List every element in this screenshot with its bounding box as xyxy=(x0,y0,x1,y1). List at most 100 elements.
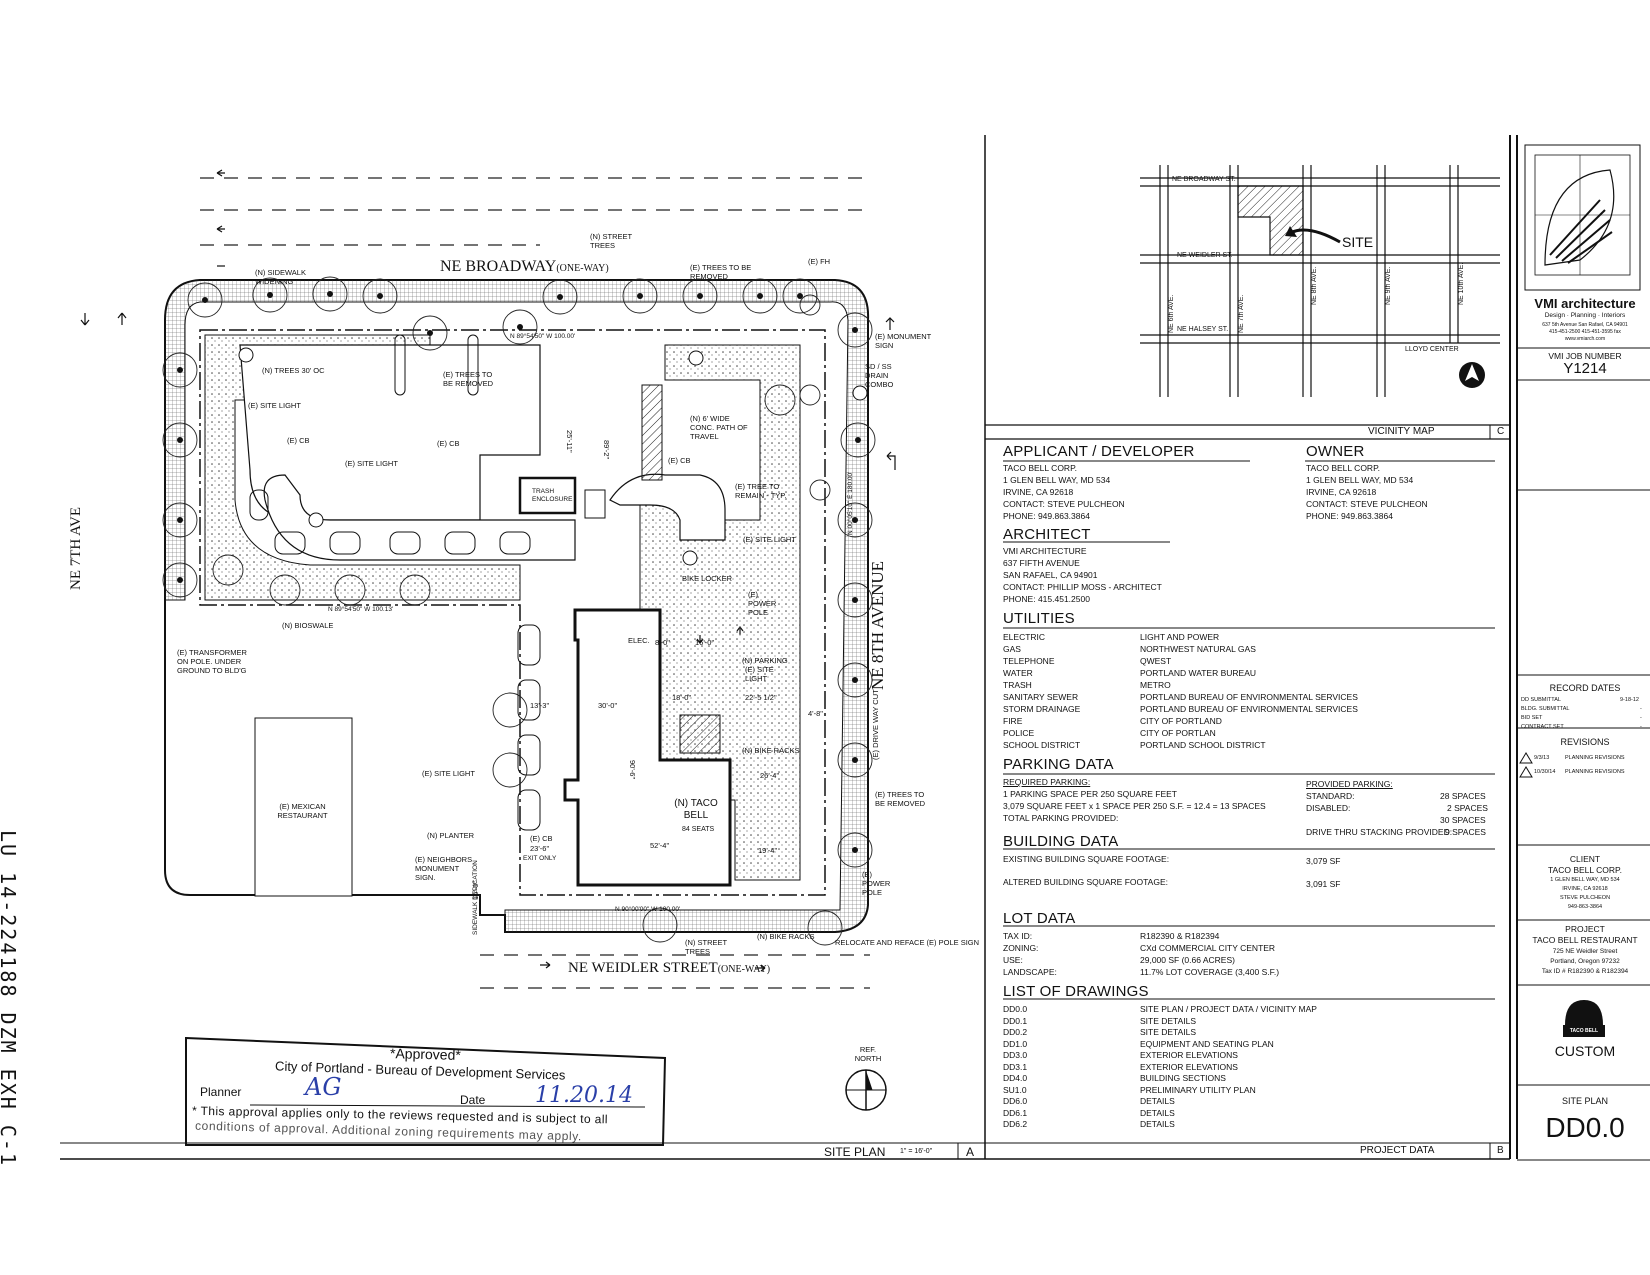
label-relocate: RELOCATE AND REFACE (E) POLE SIGN xyxy=(835,938,980,947)
record-3-label: CONTRACT SET xyxy=(1521,724,1564,730)
street-broadway-name: NE BROADWAY xyxy=(440,258,557,275)
record-3-value: - xyxy=(1640,724,1642,730)
util-value-8: CITY OF PORTLAN xyxy=(1140,728,1216,738)
project-line-1: 725 NE Weidler Street xyxy=(1552,948,1618,955)
util-value-4: METRO xyxy=(1140,680,1171,690)
util-value-9: PORTLAND SCHOOL DISTRICT xyxy=(1140,740,1266,750)
label-power-pole-2: (E) POWER POLE xyxy=(862,870,891,897)
label-taco-bell: (N) TACO BELL xyxy=(674,798,718,821)
owner-line-5: PHONE: 949.863.3864 xyxy=(1306,511,1393,521)
taco-bell-logo[interactable] xyxy=(1563,1000,1605,1037)
owner-line-2: 1 GLEN BELL WAY, MD 534 xyxy=(1306,475,1414,485)
north-arrow xyxy=(845,1069,887,1111)
drawing-5-title: EXTERIOR ELEVATIONS xyxy=(1140,1062,1238,1072)
revisions-title: REVISIONS xyxy=(1560,737,1610,747)
architect-line-2: 637 FIFTH AVENUE xyxy=(1003,558,1080,568)
label-tree-remain: (E) TREE TO REMAIN - TYP. xyxy=(735,482,787,500)
label-site-light-3: (E) SITE LIGHT xyxy=(743,535,796,544)
drawing-4-title: EXTERIOR ELEVATIONS xyxy=(1140,1050,1238,1060)
client-label: CLIENT xyxy=(1569,854,1601,864)
label-bearing-right: N 00°05'10" E 180.00' xyxy=(847,471,854,535)
client-name: TACO BELL CORP. xyxy=(1547,865,1622,875)
site-plan-title: SITE PLAN xyxy=(824,1145,886,1159)
building-title: BUILDING DATA xyxy=(1003,833,1119,850)
owner-line-4: CONTACT: STEVE PULCHEON xyxy=(1306,499,1428,509)
parking-required-2: 3,079 SQUARE FEET x 1 SPACE PER 250 S.F.… xyxy=(1003,801,1266,811)
drawing-9-num: DD6.1 xyxy=(1003,1108,1028,1118)
firm-phone: 415-451-2500 415-451-3595 fax xyxy=(1549,329,1621,335)
firm-web: www.vmiarch.com xyxy=(1564,336,1606,342)
margin-case-note: LU 14-224188 DZM EXH C-1 xyxy=(0,830,20,1167)
record-dates-title: RECORD DATES xyxy=(1549,683,1621,693)
label-site-light-4: (E) SITE LIGHT xyxy=(745,665,774,683)
util-label-6: STORM DRAINAGE xyxy=(1003,704,1081,714)
record-0-value: 9-18-12 xyxy=(1620,697,1639,703)
label-bearing-bottom: N 90°00'00" W 100.00' xyxy=(615,906,681,913)
record-1-label: BLDG. SUBMITTAL xyxy=(1521,706,1570,712)
parking-provided-2-value: 30 SPACES xyxy=(1440,815,1486,825)
weidler-lanes xyxy=(480,954,870,989)
label-bike-racks-1: (N) BIKE RACKS xyxy=(742,746,800,755)
revision-0-desc: PLANNING REVISIONS xyxy=(1565,755,1625,761)
street-7th: NE 7TH AVE xyxy=(68,506,84,590)
applicant-line-1: TACO BELL CORP. xyxy=(1003,463,1078,473)
conc-path xyxy=(641,384,663,481)
label-trash: TRASH ENCLOSURE xyxy=(532,488,573,503)
label-sd-ss: SD / SS DRAIN COMBO xyxy=(865,362,894,389)
custom-label: CUSTOM xyxy=(1554,1043,1616,1059)
util-label-2: TELEPHONE xyxy=(1003,656,1055,666)
sheet-frame xyxy=(984,135,1650,1161)
lot-1-label: ZONING: xyxy=(1003,943,1039,953)
drawing-1-num: DD0.1 xyxy=(1003,1016,1028,1026)
client-line-1: 1 GLEN BELL WAY, MD 534 xyxy=(1550,877,1620,883)
utilities-title: UTILITIES xyxy=(1003,610,1075,627)
taco-bell-building[interactable] xyxy=(563,608,732,887)
label-site-light-5: (E) SITE LIGHT xyxy=(422,769,475,778)
util-label-0: ELECTRIC xyxy=(1003,632,1046,642)
project-label: PROJECT xyxy=(1565,924,1605,934)
util-label-5: SANITARY SEWER xyxy=(1003,692,1079,702)
building-0-label: EXISTING BUILDING SQUARE FOOTAGE: xyxy=(1003,854,1170,864)
label-trees-30oc: (N) TREES 30' OC xyxy=(262,366,325,375)
revision-1-date: 10/30/14 xyxy=(1534,769,1556,775)
record-2-value: - xyxy=(1640,715,1642,721)
drawing-8-title: DETAILS xyxy=(1140,1096,1175,1106)
street-weidler: NE WEIDLER STREET(ONE-WAY) xyxy=(568,960,770,977)
util-label-3: WATER xyxy=(1003,668,1033,678)
drawing-9-title: DETAILS xyxy=(1140,1108,1175,1118)
util-value-2: QWEST xyxy=(1140,656,1172,666)
architect-line-4: CONTACT: PHILLIP MOSS - ARCHITECT xyxy=(1003,582,1162,592)
job-number: Y1214 xyxy=(1563,360,1607,377)
drawing-2-num: DD0.2 xyxy=(1003,1027,1028,1037)
applicant-title: APPLICANT / DEVELOPER xyxy=(1003,443,1195,460)
vm-lloyd: LLOYD CENTER xyxy=(1405,346,1459,353)
architect-line-3: SAN RAFAEL, CA 94901 xyxy=(1003,570,1098,580)
vm-site: SITE xyxy=(1342,234,1374,250)
label-drive-way-cut: (E) DRIVE WAY CUT xyxy=(871,689,880,760)
label-elec: ELEC. xyxy=(628,636,650,645)
label-site-light-1: (E) SITE LIGHT xyxy=(248,401,301,410)
stamp-date-label: Date xyxy=(460,1093,486,1107)
dim-52: 52'-4" xyxy=(650,841,670,850)
mexican-restaurant xyxy=(254,717,353,897)
drive-aisle xyxy=(263,474,576,561)
owner-line-3: IRVINE, CA 92618 xyxy=(1306,487,1377,497)
drawing-1-title: SITE DETAILS xyxy=(1140,1016,1197,1026)
dim-26: 26'-4" xyxy=(760,771,780,780)
dim-8: 8'-0" xyxy=(655,638,670,647)
lot-3-value: 11.7% LOT COVERAGE (3,400 S.F.) xyxy=(1140,967,1280,977)
util-label-1: GAS xyxy=(1003,644,1021,654)
building-1-label: ALTERED BUILDING SQUARE FOOTAGE: xyxy=(1003,877,1168,887)
revision-marks xyxy=(1519,752,1533,778)
lot-2-value: 29,000 SF (0.66 ACRES) xyxy=(1140,955,1235,965)
site-plan xyxy=(60,169,985,1160)
parking-required-label: REQUIRED PARKING: xyxy=(1003,777,1091,787)
parking-provided-3-value: 9 SPACES xyxy=(1445,827,1486,837)
dim-19: 19'-4" xyxy=(758,846,778,855)
owner-title: OWNER xyxy=(1306,443,1365,460)
label-neighbors-sign: (E) NEIGHBORS MONUMENT SIGN. xyxy=(415,855,473,882)
owner-line-1: TACO BELL CORP. xyxy=(1306,463,1381,473)
util-value-7: CITY OF PORTLAND xyxy=(1140,716,1222,726)
dim-23: 23'-6" xyxy=(530,844,550,853)
